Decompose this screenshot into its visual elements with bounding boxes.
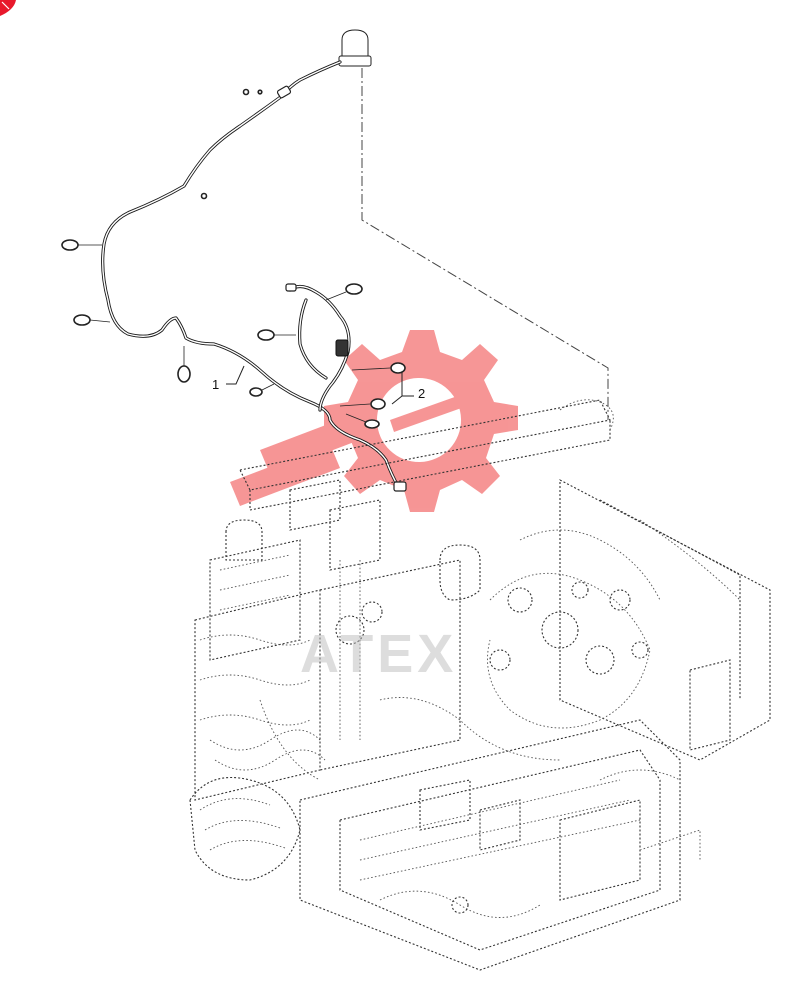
watermark-logo — [230, 330, 518, 512]
callout-leaders — [226, 365, 414, 405]
beacon-leader-line — [361, 68, 609, 420]
corner-badge — [0, 0, 16, 16]
callout-label-2: 2 — [418, 386, 425, 401]
harness-cable-1 — [101, 60, 407, 492]
watermark-text: АТЕХ — [300, 624, 457, 684]
valve-cluster — [487, 529, 661, 729]
beacon-lamp-icon — [338, 29, 372, 67]
machine-chassis — [189, 399, 771, 971]
callout-label-1: 1 — [212, 377, 219, 392]
cable-clips — [61, 239, 406, 429]
